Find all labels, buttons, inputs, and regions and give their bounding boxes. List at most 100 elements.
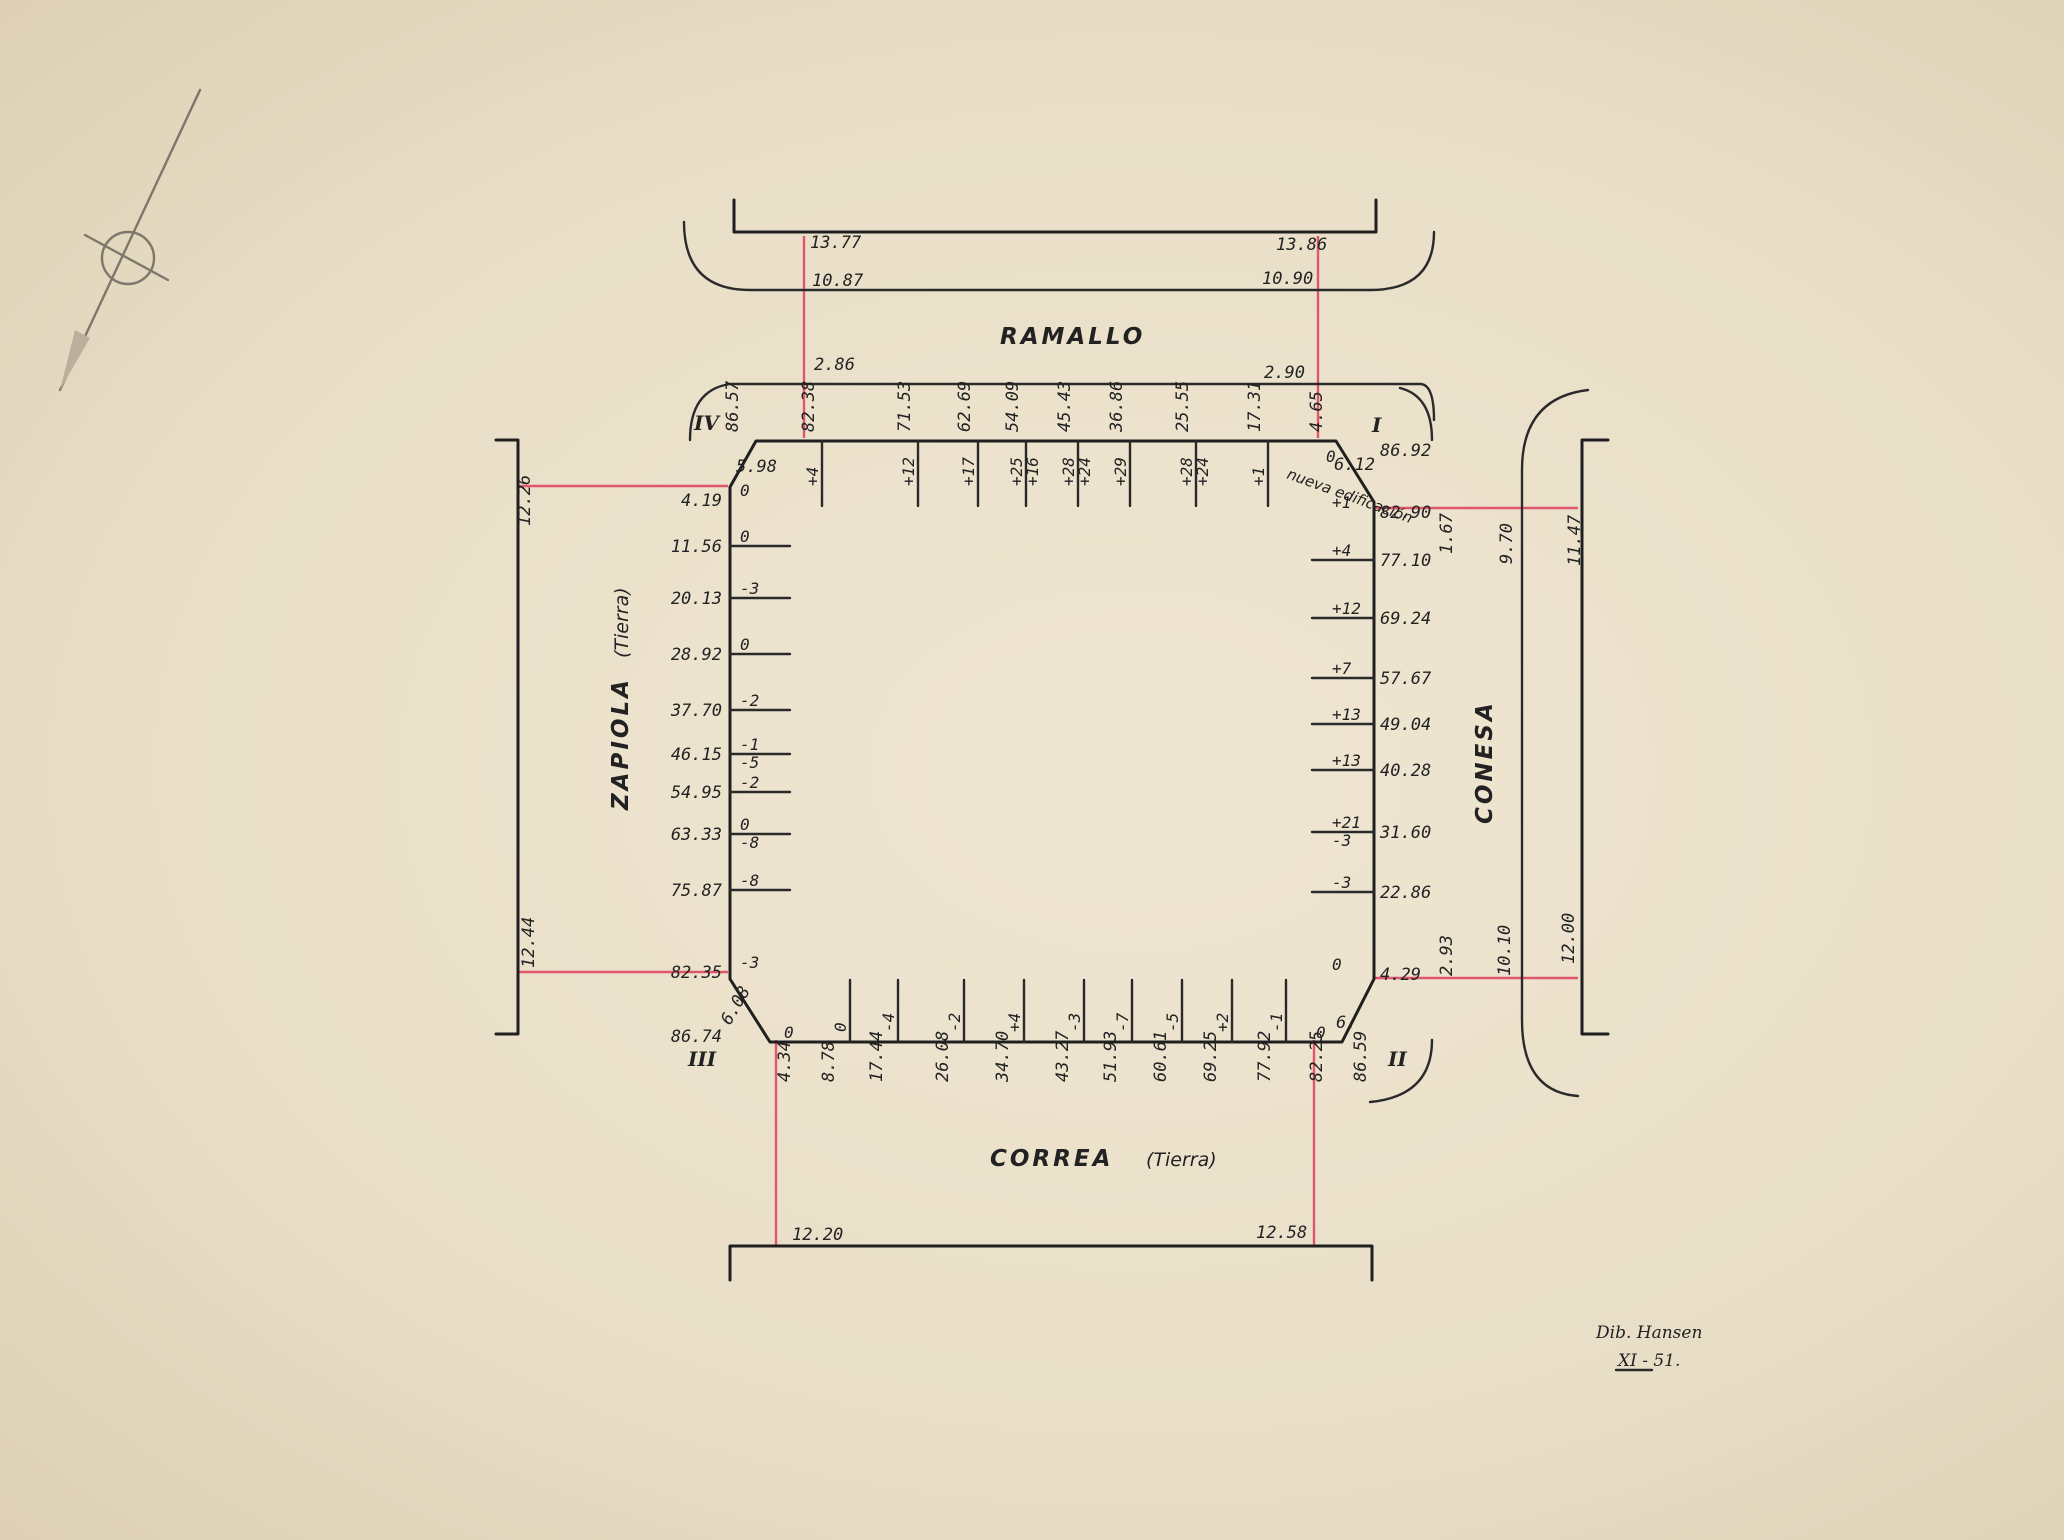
west-level-9-0: -3: [740, 953, 759, 972]
south-level-1: 0: [831, 1022, 850, 1032]
east-level-3-0: +12: [1332, 599, 1361, 618]
south-distance-2: 17.44: [867, 1031, 887, 1082]
west-level-7-1: -8: [740, 833, 759, 852]
north-arrow-icon: [58, 88, 202, 392]
street-name-west: ZAPIOLA: [608, 677, 634, 811]
east-distance-3: 69.24: [1380, 609, 1431, 629]
east-level-6-0: +13: [1332, 751, 1361, 770]
west-level-0-0: 0: [740, 481, 750, 500]
north-distance-0: 86.57: [723, 380, 743, 432]
svg-text:9.70: 9.70: [1497, 523, 1517, 564]
north-level-7-1: +24: [1193, 457, 1212, 486]
north-level-4-1: +16: [1023, 457, 1042, 486]
west-level-5-1: -5: [740, 753, 759, 772]
west-distance-2: 20.13: [671, 589, 722, 609]
svg-text:5.98: 5.98: [736, 457, 777, 477]
north-level-4-0: +25: [1007, 457, 1026, 486]
north-level-9: 0: [1326, 447, 1336, 466]
north-distance-4: 54.09: [1003, 381, 1023, 432]
east-distance-8: 22.86: [1380, 883, 1431, 903]
west-level-4-0: -2: [740, 691, 759, 710]
south-distance-11: 86.59: [1351, 1031, 1371, 1082]
east-distance-9: 4.29: [1380, 965, 1421, 985]
north-level-8-0: +1: [1249, 467, 1268, 486]
south-level-6: -7: [1113, 1012, 1132, 1032]
west-distance-7: 63.33: [671, 825, 722, 845]
north-level-1-0: +4: [803, 467, 822, 486]
reference-lines: [518, 236, 1578, 1246]
svg-text:2.90: 2.90: [1264, 363, 1305, 383]
street-name-south: CORREA: [990, 1146, 1113, 1172]
svg-text:6.: 6.: [1336, 1013, 1356, 1033]
south-distance-9: 77.92: [1255, 1031, 1275, 1082]
svg-text:13.86: 13.86: [1276, 235, 1327, 255]
east-level-7-1: -3: [1332, 831, 1351, 850]
south-level-4: +4: [1005, 1013, 1024, 1032]
south-level-10: 0: [1316, 1023, 1326, 1042]
corner-iii: III: [687, 1047, 717, 1071]
east-level-1-0: +1: [1332, 493, 1351, 512]
south-distance-4: 34.70: [993, 1031, 1013, 1083]
north-level-7-0: +28: [1177, 457, 1196, 486]
north-distance-7: 25.55: [1173, 381, 1193, 432]
west-distance-5: 46.15: [671, 745, 722, 765]
east-level-5-0: +13: [1332, 705, 1361, 724]
south-distance-0: 4.34: [775, 1041, 795, 1082]
east-level-2-0: +4: [1332, 541, 1351, 560]
svg-text:2.93: 2.93: [1437, 935, 1457, 976]
svg-text:13.77: 13.77: [810, 233, 862, 253]
east-level-7-0: +21: [1332, 813, 1361, 832]
north-level-6-0: +29: [1111, 457, 1130, 486]
chamfer-lengths: 5.98 6.08 6.12 6.: [717, 455, 1375, 1033]
corner-i: I: [1371, 413, 1382, 437]
north-distance-9: 4.65: [1307, 391, 1327, 432]
svg-text:6.08: 6.08: [717, 983, 755, 1028]
north-level-5-1: +24: [1075, 457, 1094, 486]
west-level-1-0: 0: [740, 527, 750, 546]
svg-text:6.12: 6.12: [1334, 455, 1375, 475]
east-distance-2: 77.10: [1380, 551, 1431, 571]
east-level-8-0: -3: [1332, 873, 1351, 892]
south-level-2: -4: [879, 1013, 898, 1032]
east-distance-5: 49.04: [1380, 715, 1431, 735]
east-level-9-0: 0: [1332, 955, 1342, 974]
street-name-east: CONESA: [1472, 700, 1498, 824]
svg-text:12.44: 12.44: [519, 917, 539, 968]
west-distance-8: 75.87: [671, 881, 723, 901]
south-distance-6: 51.93: [1101, 1031, 1121, 1082]
corner-ii: II: [1387, 1047, 1407, 1071]
west-level-6-0: -2: [740, 773, 759, 792]
south-level-3: -2: [945, 1013, 964, 1032]
street-note-west: (Tierra): [611, 587, 633, 658]
west-distance-1: 11.56: [671, 537, 722, 557]
east-level-4-0: +7: [1332, 659, 1352, 678]
east-distance-4: 57.67: [1380, 669, 1432, 689]
west-level-2-0: -3: [740, 579, 759, 598]
east-distance-7: 31.60: [1379, 823, 1431, 843]
svg-text:12.58: 12.58: [1256, 1223, 1307, 1243]
west-distance-3: 28.92: [671, 645, 722, 665]
west-level-5-0: -1: [740, 735, 759, 754]
south-distance-10: 82.25: [1307, 1031, 1327, 1082]
south-level-7: -5: [1163, 1013, 1182, 1032]
north-level-5-0: +28: [1059, 457, 1078, 486]
south-distance-1: 8.78: [819, 1041, 839, 1082]
east-distance-0: 86.92: [1380, 441, 1431, 461]
north-distance-1: 82.38: [799, 381, 819, 432]
south-level-8: +2: [1213, 1013, 1232, 1032]
north-distance-5: 45.43: [1055, 381, 1075, 432]
curb-lines: [682, 220, 1590, 1104]
north-distance-3: 62.69: [955, 381, 975, 432]
south-level-0: 0: [784, 1023, 794, 1042]
east-distance-1: 82.90: [1380, 503, 1431, 523]
south-distance-5: 43.27: [1053, 1030, 1073, 1082]
block-outline: [728, 439, 1376, 1044]
street-width-figures: 13.77 10.87 13.86 10.90 2.86 2.90 12.26 …: [515, 233, 1585, 1245]
west-distance-10: 86.74: [671, 1027, 722, 1047]
svg-text:10.10: 10.10: [1495, 925, 1515, 976]
south-distance-8: 69.25: [1201, 1031, 1221, 1082]
north-distance-6: 36.86: [1107, 381, 1127, 433]
street-bars: [494, 198, 1610, 1282]
